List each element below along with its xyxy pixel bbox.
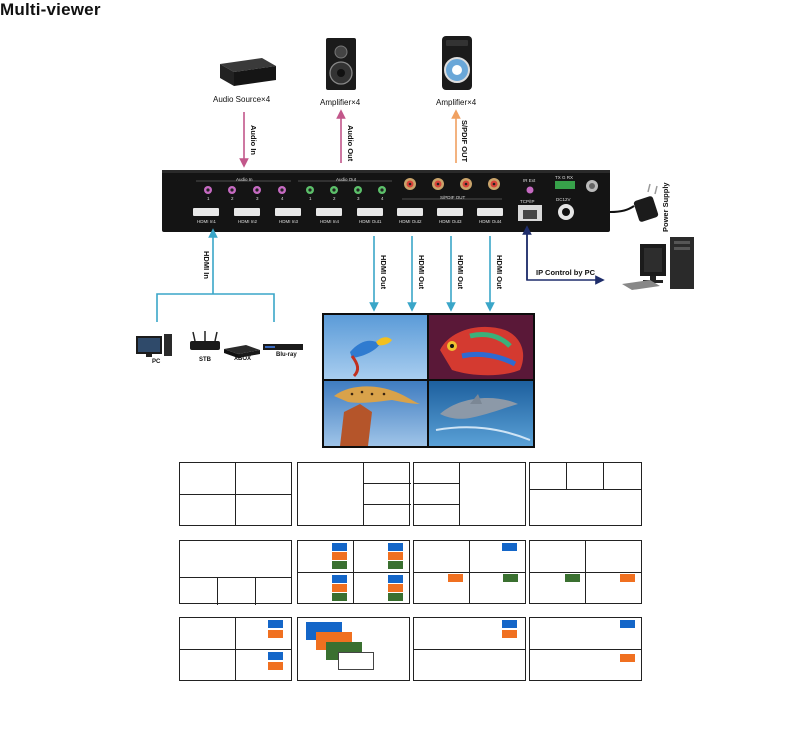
layout-dual-pip [179,617,292,681]
layout-one-plus-three-bottom [179,540,292,605]
audio-out-jacks [298,180,392,194]
power-supply-label: Power Supply [661,182,670,232]
source-label-pc: PC [152,359,161,365]
display-wall [322,313,535,448]
amplifier-label: Amplifier×4 [320,98,361,107]
ip-control-label: IP Control by PC [536,268,596,277]
layout-one-plus-three-top [529,462,642,526]
hdmi-ports [193,208,503,216]
audio-out-connection-label: Audio Out [346,125,355,162]
layout-quad-pip [297,540,410,604]
power-plug-icon [609,183,659,222]
amplifier-label-2: Amplifier×4 [436,98,477,107]
source-label-stb: STB [199,357,211,363]
hdmi-out-label-1: HDMI Out [379,255,388,290]
page-title: Multi-viewer [0,0,101,19]
layout-split-pip [529,617,642,681]
pc-monitor-icon [136,334,172,357]
audio-source-icon [220,58,276,86]
hdmi-in-connection-label: HDMI In [202,251,211,279]
rs232-terminal [555,181,575,189]
source-label-bluray: Blu-ray [276,352,297,358]
hdmi-out-label-3: HDMI Out [456,255,465,290]
bluray-player-icon [263,344,303,350]
audio-in-connection-label: Audio In [249,125,258,155]
hdmi-out-label-4: HDMI Out [495,255,504,290]
layout-cascade [297,617,410,681]
matrix-device [162,170,610,232]
audio-source-label: Audio Source×4 [213,95,271,104]
layout-quad-pip-corners [413,540,526,604]
audio-in-jacks [196,180,291,194]
xbox-icon [224,345,260,358]
pc-computer-icon [622,237,694,290]
spdif-connection-label: S/PDIF OUT [460,120,469,163]
layout-one-plus-three-right [297,462,411,526]
speaker-icon [326,38,356,90]
layout-quad [179,462,292,526]
hdmi-out-label-2: HDMI Out [417,255,426,290]
layout-one-plus-three-left [413,462,526,526]
stb-router-icon [190,331,220,350]
speaker-icon-2 [442,36,472,90]
layout-dual-pip-right [413,617,526,681]
spdif-jacks [402,178,502,200]
source-label-xbox: XBOX [234,356,252,362]
layout-quad-pip-center [529,540,642,604]
